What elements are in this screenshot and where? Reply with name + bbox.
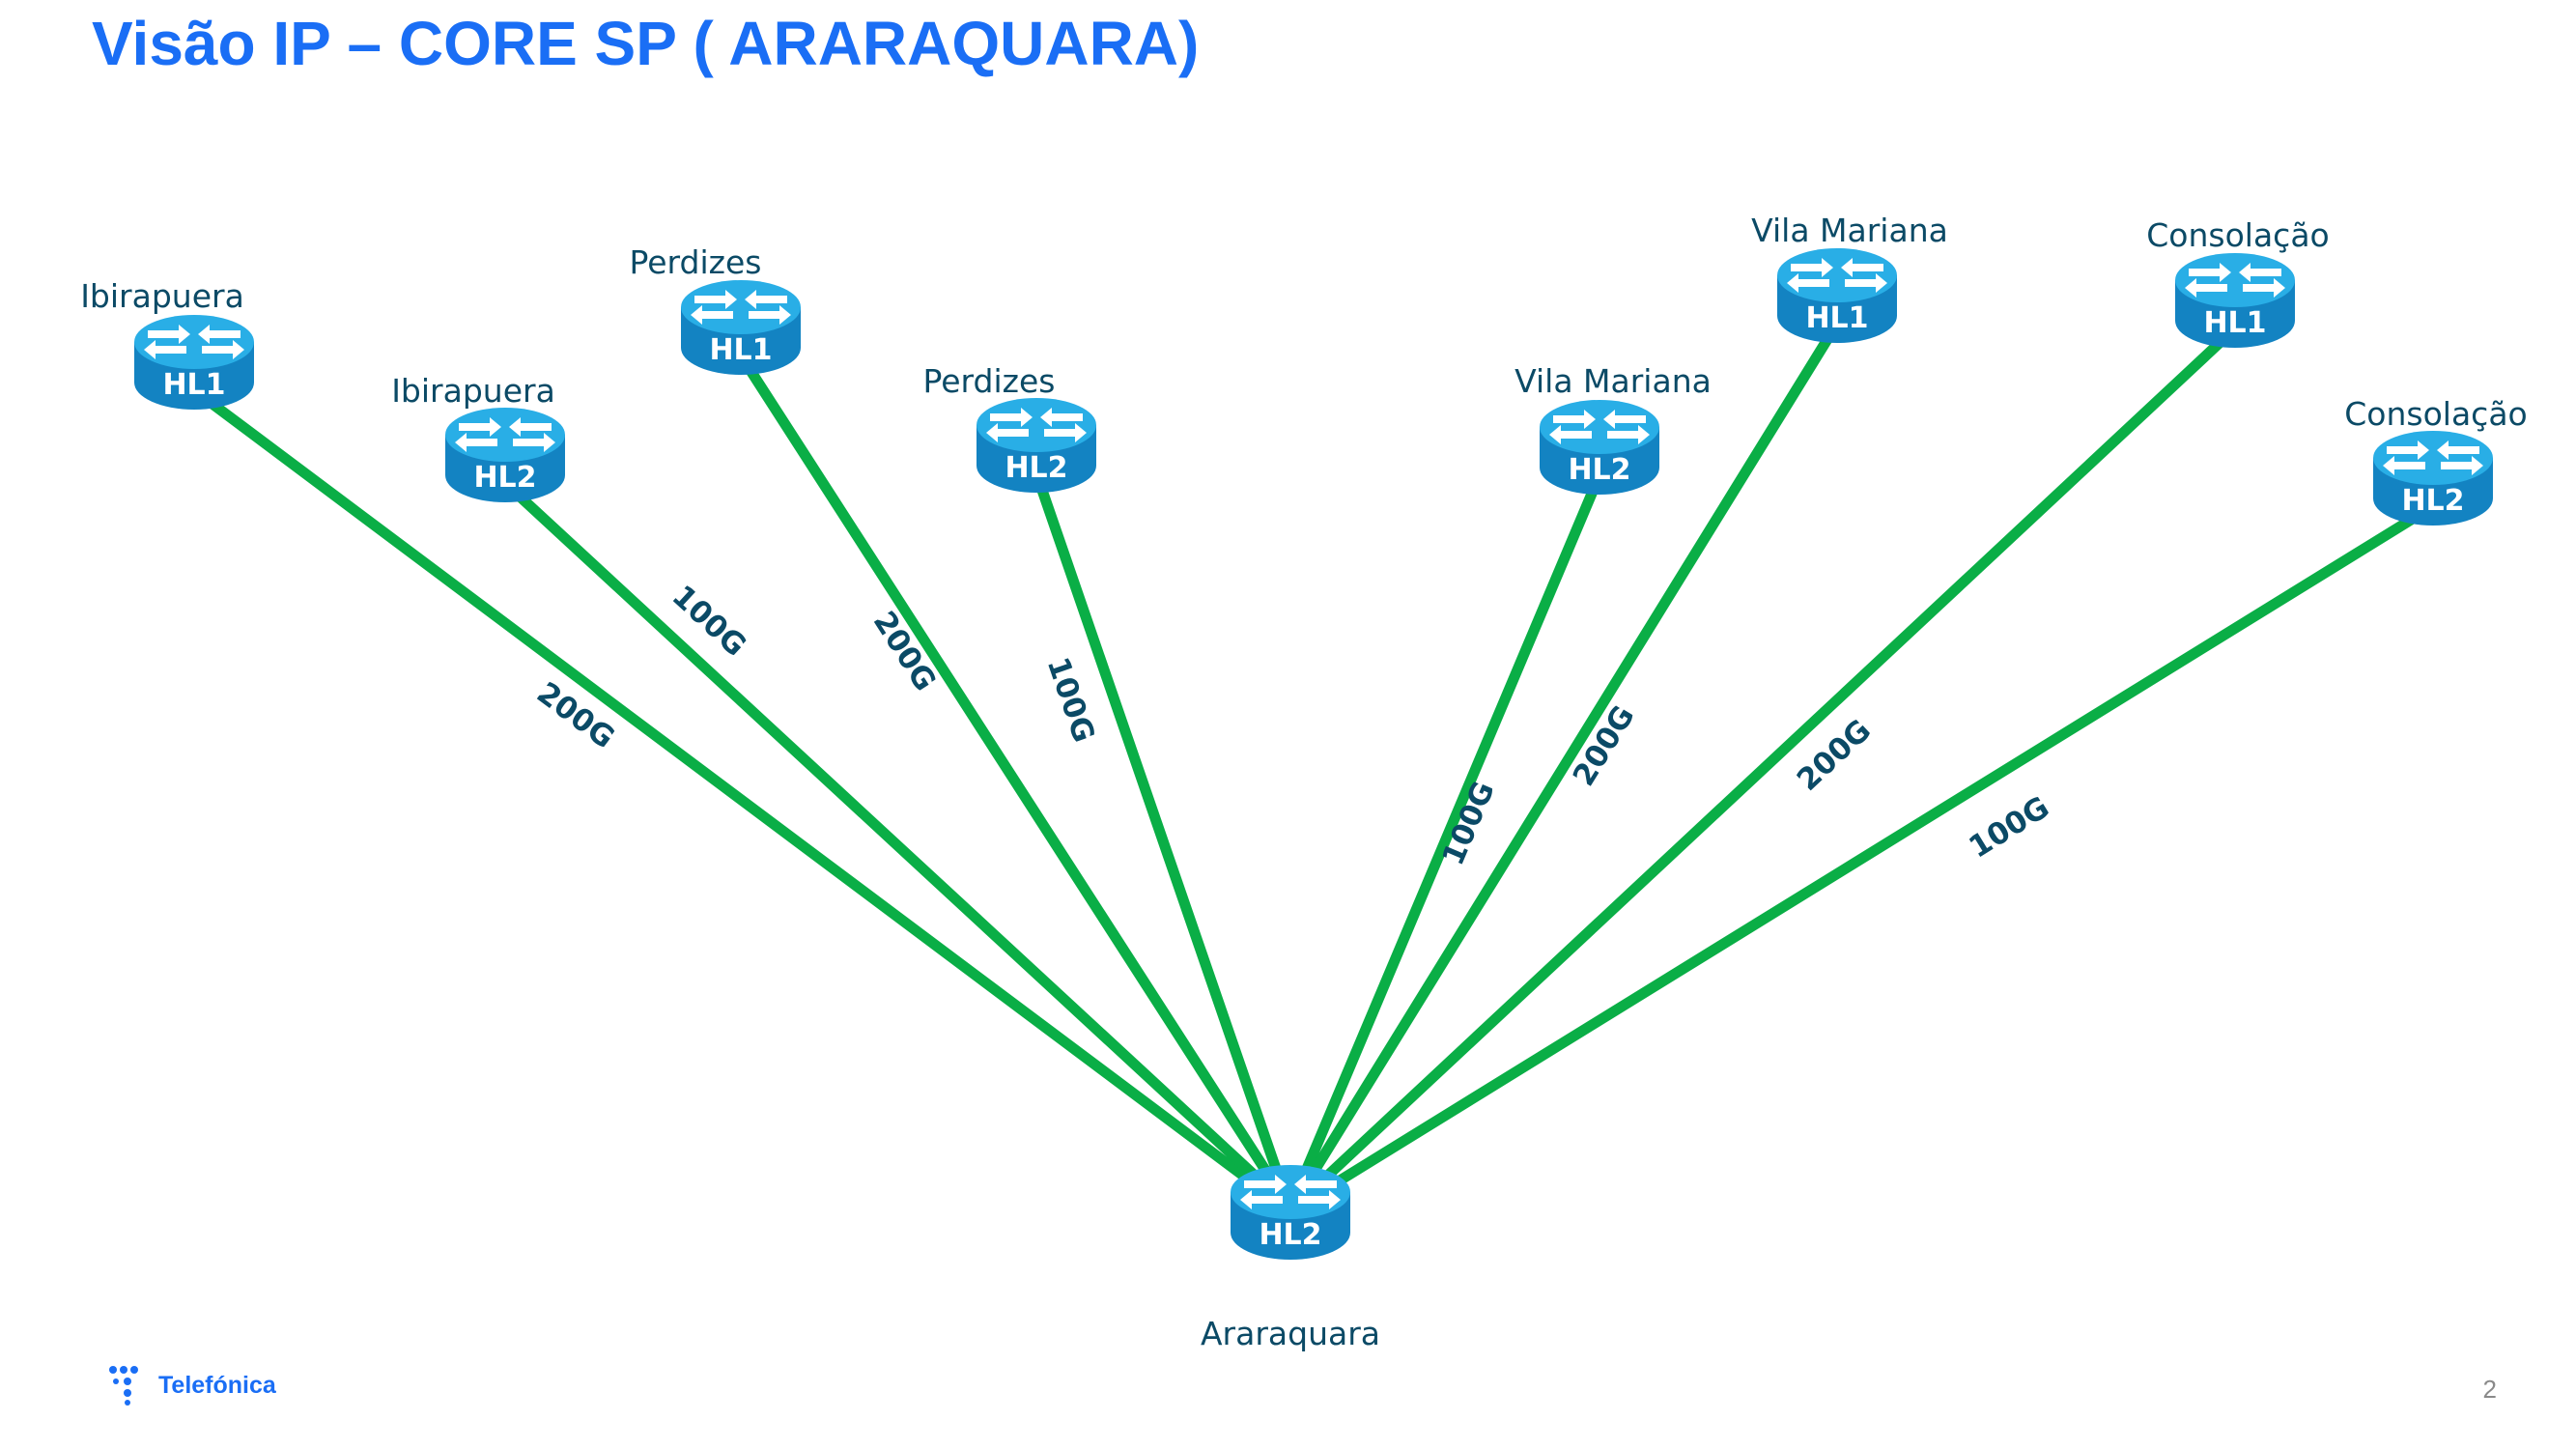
site-label: Vila Mariana <box>1751 212 1948 249</box>
router-role-label: HL2 <box>1568 453 1630 487</box>
site-label: Ibirapuera <box>391 372 555 410</box>
link-perdizes-hl2-to-araraquara <box>1031 468 1290 1200</box>
links-layer <box>188 318 2439 1204</box>
router-ibirapuera-hl1: HL1 <box>134 315 254 410</box>
router-role-label: HL1 <box>2203 306 2266 340</box>
link-perdizes-hl1-to-araraquara <box>735 350 1287 1200</box>
router-vila-mariana-hl2: HL2 <box>1540 400 1659 495</box>
link-ibirapuera-hl2-to-araraquara <box>499 477 1283 1202</box>
router-role-label: HL2 <box>473 461 536 495</box>
telefonica-logo-icon <box>109 1366 138 1406</box>
router-consolacao-hl1: HL1 <box>2175 253 2295 348</box>
site-label: Vila Mariana <box>1514 362 1712 400</box>
link-consolacao-hl1-to-araraquara <box>1300 323 2241 1202</box>
router-vila-mariana-hl1: HL1 <box>1777 248 1897 343</box>
link-ibirapuera-hl1-to-araraquara <box>188 384 1279 1204</box>
link-vila-mariana-hl2-to-araraquara <box>1290 469 1605 1200</box>
router-role-label: HL2 <box>1005 451 1067 485</box>
page-number: 2 <box>2482 1375 2497 1404</box>
router-perdizes-hl1: HL1 <box>681 280 801 375</box>
link-capacity-label: 100G <box>1963 790 2055 866</box>
router-role-label: HL1 <box>709 333 772 367</box>
telefonica-logo: Telefónica <box>108 1365 276 1406</box>
site-label: Ibirapuera <box>80 277 244 315</box>
router-role-label: HL2 <box>1259 1218 1321 1252</box>
brand-name: Telefónica <box>158 1371 276 1399</box>
router-role-label: HL1 <box>162 368 225 402</box>
link-vila-mariana-hl1-to-araraquara <box>1294 318 1843 1200</box>
site-label: Perdizes <box>923 362 1056 400</box>
link-consolacao-hl2-to-araraquara <box>1306 500 2439 1204</box>
link-capacity-label: 100G <box>1436 777 1502 870</box>
link-capacity-label: 100G <box>1040 653 1101 747</box>
router-araraquara-hub: HL2 <box>1231 1165 1350 1260</box>
link-capacity-label: 200G <box>530 675 621 755</box>
router-perdizes-hl2: HL2 <box>977 398 1096 493</box>
site-label: Consolação <box>2146 216 2329 254</box>
link-capacity-label: 100G <box>665 579 753 664</box>
site-label: Perdizes <box>630 243 762 281</box>
router-role-label: HL2 <box>2401 484 2464 518</box>
router-role-label: HL1 <box>1805 301 1868 335</box>
site-label: Araraquara <box>1201 1315 1380 1352</box>
site-label: Consolação <box>2344 395 2527 433</box>
router-ibirapuera-hl2: HL2 <box>445 408 565 502</box>
router-consolacao-hl2: HL2 <box>2373 431 2493 526</box>
slide-title: Visão IP – CORE SP ( ARARAQUARA) <box>92 9 1200 78</box>
